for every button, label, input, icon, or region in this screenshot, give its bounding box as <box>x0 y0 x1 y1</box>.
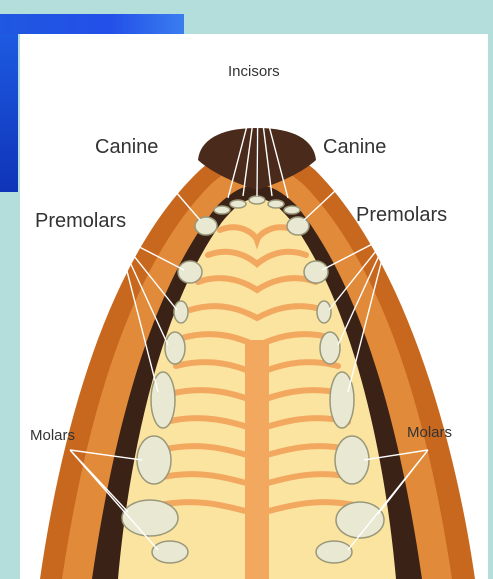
canine-label-right: Canine <box>323 136 386 159</box>
premolars-label-left: Premolars <box>35 210 126 233</box>
premolar-tooth <box>320 332 340 364</box>
incisor-tooth <box>268 200 284 208</box>
molar-tooth <box>152 541 188 563</box>
incisor-tooth <box>214 206 230 214</box>
premolars-label-right: Premolars <box>356 204 447 227</box>
incisor-tooth <box>230 200 246 208</box>
canine-label-left: Canine <box>95 136 158 159</box>
molars-label-left: Molars <box>30 427 75 444</box>
premolar-tooth <box>165 332 185 364</box>
premolar-tooth <box>178 261 202 283</box>
premolar-tooth <box>317 301 331 323</box>
median-raphe <box>245 340 269 579</box>
incisors-label: Incisors <box>228 63 280 80</box>
canine-tooth-left <box>195 217 217 235</box>
molar-tooth <box>316 541 352 563</box>
canine-tooth-right <box>287 217 309 235</box>
incisor-tooth <box>284 206 300 214</box>
premolar-tooth <box>304 261 328 283</box>
molar-tooth <box>335 436 369 484</box>
incisor-tooth <box>249 196 265 204</box>
molars-label-right: Molars <box>407 424 452 441</box>
molar-tooth <box>137 436 171 484</box>
molar-tooth <box>336 502 384 538</box>
premolar-tooth <box>174 301 188 323</box>
